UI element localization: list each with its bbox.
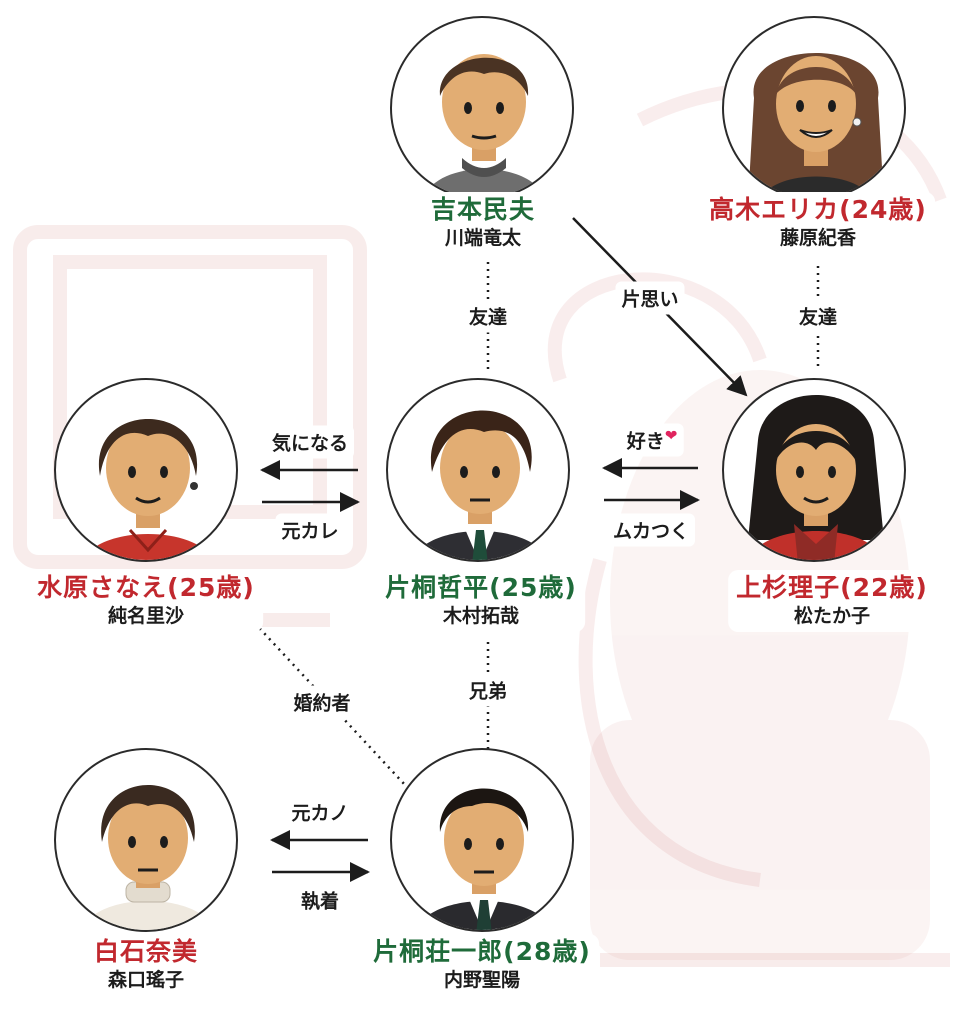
node-shiraishi: 白石奈美 森口瑤子 <box>85 934 207 996</box>
actor-name: 松たか子 <box>793 605 870 627</box>
character-name: 片桐哲平(25歳) <box>385 573 577 602</box>
avatar-soichiro <box>390 748 574 932</box>
relation-label-shiraishi-soichiro: 執着 <box>294 883 346 917</box>
relation-label-yoshimoto-uesugi: 片思い <box>615 281 685 315</box>
avatar-mizuhara <box>54 378 238 562</box>
avatar-uesugi <box>722 378 906 562</box>
character-name: 高木エリカ(24歳) <box>709 195 927 224</box>
node-mizuhara: 水原さなえ(25歳) 純名里沙 <box>29 570 263 632</box>
avatar-yoshimoto <box>390 16 574 200</box>
relation-label-mizuhara-teppei: 元カレ <box>275 513 345 547</box>
actor-name: 川端竜太 <box>444 227 522 249</box>
relation-label-takagi-uesugi: 友達 <box>792 299 844 333</box>
character-name: 上杉理子(22歳) <box>736 573 928 602</box>
avatar-teppei <box>386 378 570 562</box>
actor-name: 木村拓哉 <box>442 605 519 627</box>
relation-label-mizuhara-soichiro: 婚約者 <box>287 685 357 719</box>
actor-name: 森口瑤子 <box>107 969 185 991</box>
relation-label-yoshimoto-teppei: 友達 <box>462 299 514 333</box>
node-takagi: 高木エリカ(24歳) 藤原紀香 <box>701 192 935 254</box>
actor-name: 純名里沙 <box>107 605 184 627</box>
character-name: 片桐荘一郎(28歳) <box>373 937 591 966</box>
heart-icon: ❤ <box>664 426 678 445</box>
node-teppei: 片桐哲平(25歳) 木村拓哉 <box>377 570 585 632</box>
relation-label-teppei-uesugi: ムカつく <box>606 513 696 547</box>
character-name: 吉本民夫 <box>430 195 536 224</box>
relation-label-teppei-soichiro: 兄弟 <box>462 673 514 707</box>
node-uesugi: 上杉理子(22歳) 松たか子 <box>728 570 936 632</box>
avatar-takagi <box>722 16 906 200</box>
relation-label-uesugi-teppei: 好き❤ <box>620 423 684 457</box>
relation-label-soichiro-shiraishi: 元カノ <box>285 795 355 829</box>
avatar-shiraishi <box>54 748 238 932</box>
actor-name: 藤原紀香 <box>779 227 856 249</box>
relation-text: 好き <box>626 430 665 453</box>
character-name: 水原さなえ(25歳) <box>37 573 255 602</box>
node-yoshimoto: 吉本民夫 川端竜太 <box>422 192 544 254</box>
character-name: 白石奈美 <box>93 937 199 966</box>
relation-label-teppei-mizuhara: 気になる <box>265 425 355 459</box>
node-soichiro: 片桐荘一郎(28歳) 内野聖陽 <box>365 934 599 996</box>
actor-name: 内野聖陽 <box>443 969 520 991</box>
